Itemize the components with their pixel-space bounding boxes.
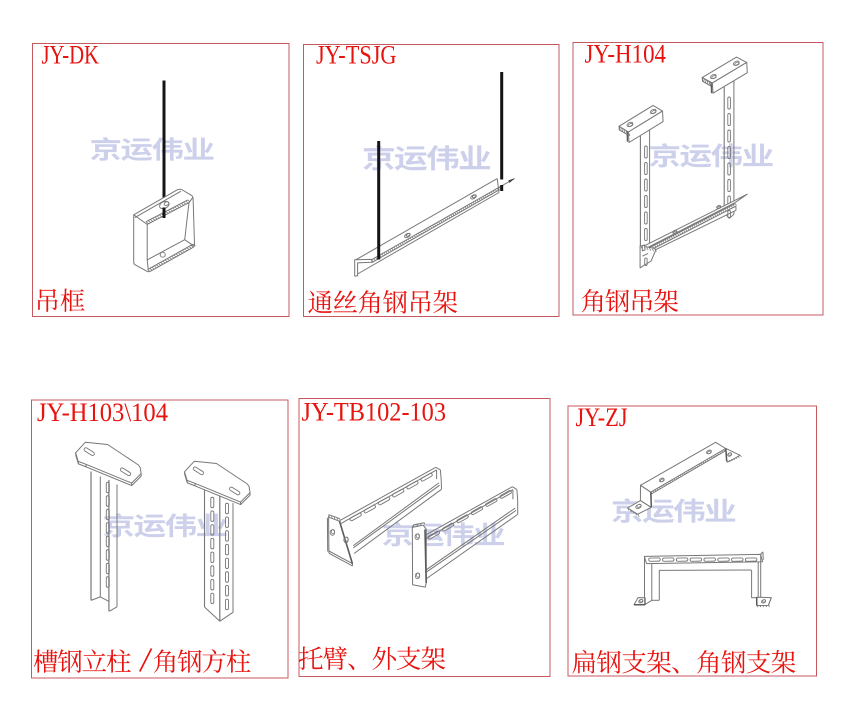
svg-text:JY-ZJ: JY-ZJ bbox=[576, 402, 628, 432]
svg-text:JY-DK: JY-DK bbox=[42, 40, 100, 70]
svg-text:JY-H103\104: JY-H103\104 bbox=[37, 397, 168, 427]
svg-text:JY-TB102-103: JY-TB102-103 bbox=[302, 397, 447, 427]
svg-text:JY-TSJG: JY-TSJG bbox=[316, 40, 397, 70]
svg-text:JY-H104: JY-H104 bbox=[585, 38, 667, 68]
